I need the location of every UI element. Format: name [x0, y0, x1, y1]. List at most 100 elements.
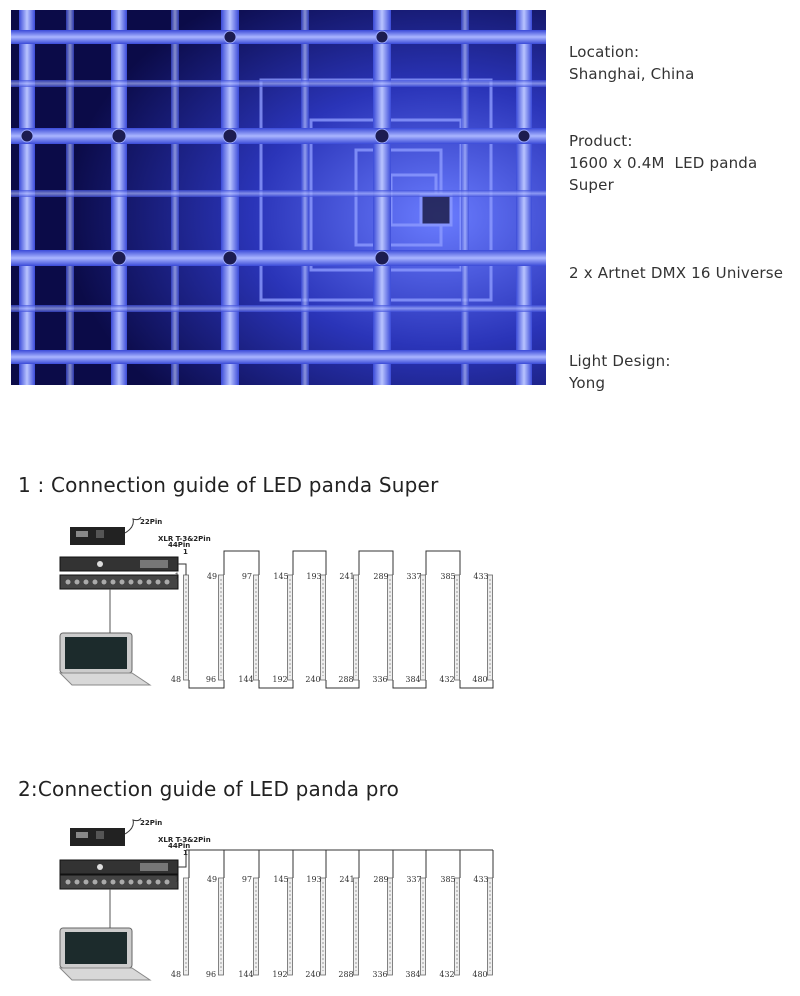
installation-photo	[11, 10, 546, 385]
tube-top-label: 97	[242, 572, 252, 581]
label-44pin: 44Pin	[168, 541, 190, 549]
led-cube-image	[11, 10, 546, 385]
tube-bottom-label: 192	[272, 970, 287, 979]
tube-bottom-label: 432	[439, 970, 454, 979]
distribution-port	[137, 579, 143, 585]
location-value: Shanghai, China	[569, 65, 695, 83]
label-xlr: XLR T-3&2Pin	[158, 836, 211, 844]
distribution-port	[137, 879, 143, 885]
tube-bottom-label: 192	[272, 675, 287, 684]
location-block: Location: Shanghai, China	[569, 41, 695, 85]
laptop-screen	[65, 932, 127, 964]
distribution-port	[119, 579, 125, 585]
power-cable	[124, 817, 142, 835]
label-xlr: XLR T-3&2Pin	[158, 535, 211, 543]
tube-bottom-label: 480	[472, 970, 487, 979]
tube-top-label: 145	[273, 875, 288, 884]
section-1-title: 1 : Connection guide of LED panda Super	[18, 473, 439, 497]
distribution-box	[59, 574, 179, 590]
tube-bottom-label: 384	[405, 675, 420, 684]
distribution-port	[65, 879, 71, 885]
tube-top-label: 337	[406, 875, 421, 884]
distribution-port	[119, 879, 125, 885]
tube-bottom-label: 288	[338, 675, 353, 684]
design-block: Light Design: Yong	[569, 350, 671, 394]
location-label: Location:	[569, 43, 640, 61]
tube-bottom-label: 240	[305, 675, 320, 684]
tube-top-label: 1	[174, 875, 179, 884]
distribution-box	[59, 874, 179, 890]
distribution-port	[92, 579, 98, 585]
serpentine-wiring	[188, 550, 494, 689]
tube-top-label: 193	[306, 875, 321, 884]
tube-bottom-label: 288	[338, 970, 353, 979]
tube-bottom-label: 96	[206, 675, 216, 684]
tube-top-label: 385	[440, 572, 455, 581]
tube-top-label: 145	[273, 572, 288, 581]
product-line-1: 1600 x 0.4M LED panda	[569, 154, 758, 172]
tube-bottom-label: 144	[238, 675, 253, 684]
distribution-port	[110, 579, 116, 585]
product-block: Product: 1600 x 0.4M LED panda Super	[569, 130, 757, 196]
rack-panel	[140, 863, 168, 871]
distribution-port	[146, 879, 152, 885]
design-value: Yong	[569, 374, 606, 392]
label-port-1: 1	[183, 548, 188, 556]
distribution-port	[74, 579, 80, 585]
design-label: Light Design:	[569, 352, 671, 370]
distribution-port	[155, 579, 161, 585]
tube-bottom-label: 336	[372, 970, 387, 979]
universe-block: 2 x Artnet DMX 16 Universe	[569, 262, 783, 284]
product-label: Product:	[569, 132, 633, 150]
tube-top-label: 241	[339, 875, 354, 884]
rack-panel	[140, 560, 168, 568]
laptop-base	[58, 967, 152, 981]
distribution-port	[164, 879, 170, 885]
distribution-port	[83, 579, 89, 585]
section-2-title: 2:Connection guide of LED panda pro	[18, 777, 400, 801]
controller-port	[96, 530, 104, 538]
laptop-base	[58, 672, 152, 686]
tube-bottom-label: 432	[439, 675, 454, 684]
label-44pin: 44Pin	[168, 842, 190, 850]
rack-knob	[97, 864, 103, 870]
distribution-port	[110, 879, 116, 885]
distribution-port	[128, 579, 134, 585]
distribution-port	[92, 879, 98, 885]
tube-top-label: 289	[373, 875, 388, 884]
controller-port	[96, 831, 104, 839]
distribution-port	[101, 579, 107, 585]
tube-bottom-label: 48	[171, 970, 181, 979]
distribution-port	[74, 879, 80, 885]
distribution-port	[101, 879, 107, 885]
input-wire	[178, 563, 187, 575]
tube-bottom-label: 96	[206, 970, 216, 979]
tube-top-label: 49	[207, 572, 217, 581]
tube-top-label: 433	[473, 875, 488, 884]
tube-top-label: 97	[242, 875, 252, 884]
label-22pin: 22Pin	[140, 518, 162, 526]
distribution-port	[146, 579, 152, 585]
distribution-port	[155, 879, 161, 885]
distribution-port	[65, 579, 71, 585]
tube-bottom-label: 240	[305, 970, 320, 979]
distribution-port	[83, 879, 89, 885]
rack-knob	[97, 561, 103, 567]
universe-text: 2 x Artnet DMX 16 Universe	[569, 264, 784, 282]
tube-bottom-label: 336	[372, 675, 387, 684]
tube-top-label: 433	[473, 572, 488, 581]
input-wire	[178, 850, 187, 868]
tube-top-label: 193	[306, 572, 321, 581]
laptop-screen	[65, 637, 127, 669]
tube-bottom-label: 480	[472, 675, 487, 684]
tube-bottom-label: 48	[171, 675, 181, 684]
tube-bottom-label: 384	[405, 970, 420, 979]
tube-bottom-label: 144	[238, 970, 253, 979]
power-cable	[124, 516, 142, 534]
tube-top-label: 337	[406, 572, 421, 581]
controller-display	[76, 531, 88, 537]
